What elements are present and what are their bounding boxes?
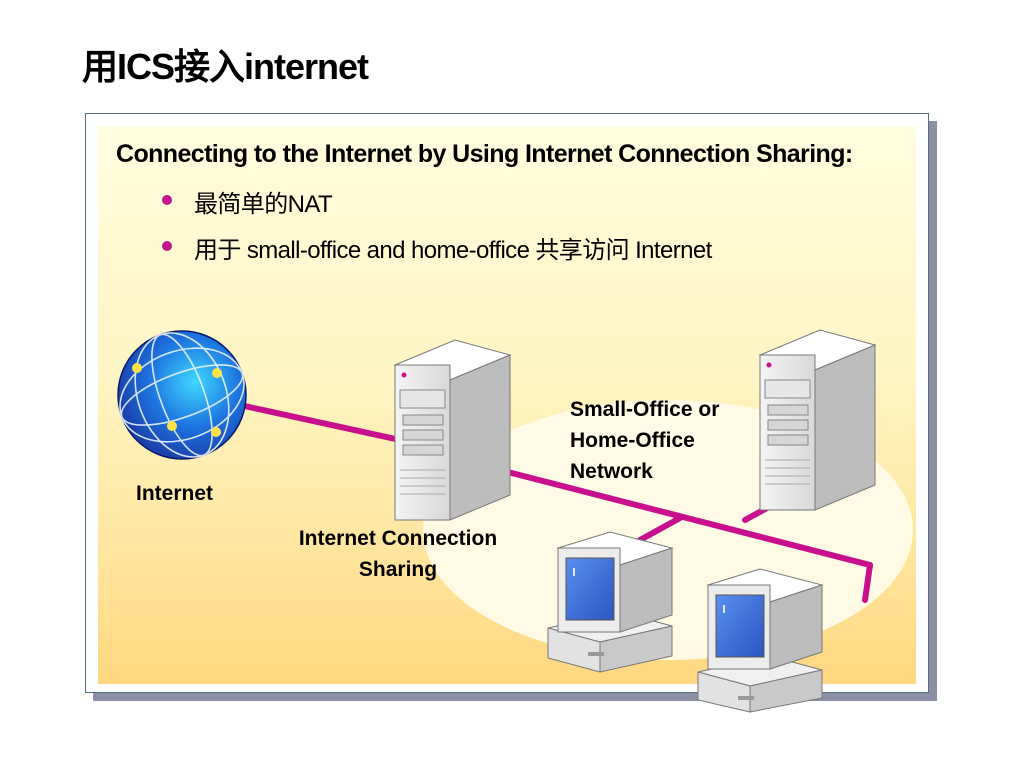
client-computer-icon [547,531,674,673]
globe-icon [117,330,247,460]
lan-server-icon [758,329,877,511]
client-computer-icon [697,568,824,713]
network-label-line1: Small-Office or [570,398,720,421]
slide-title: 用ICS接入internet [82,46,369,87]
lan-drop [862,562,873,603]
internet-link [237,402,403,443]
client-drop [637,515,683,543]
lan-backbone [497,467,873,568]
bullet-text: 用于 small-office and home-office 共享访问 Int… [194,237,712,264]
ics-server-icon [393,339,512,521]
ics-label-line1: Internet Connection [298,527,498,550]
ics-label-line2: Sharing [358,558,438,581]
bullet-dot [162,241,172,251]
network-label-line2: Home-Office [570,429,695,452]
bullet-text: 最简单的NAT [194,191,333,218]
bullet-dot [162,195,172,205]
panel-heading: Connecting to the Internet by Using Inte… [116,140,853,168]
network-label-line3: Network [570,460,653,483]
internet-label: Internet [136,482,214,505]
